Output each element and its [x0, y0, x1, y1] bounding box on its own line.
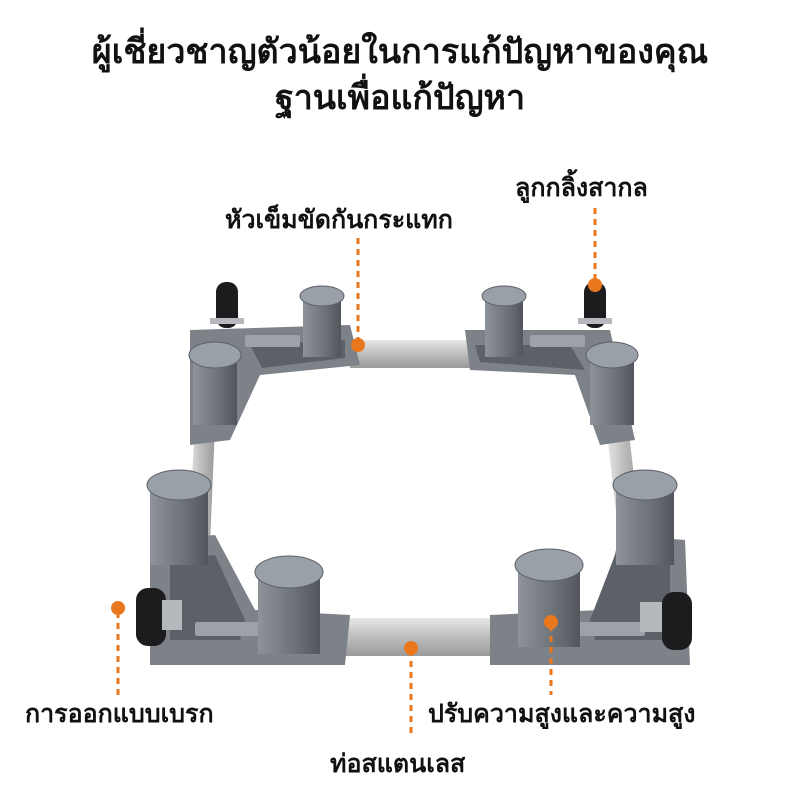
adjustable-foot-icon	[585, 341, 639, 425]
callout-stainless-tube: ท่อสแตนเลส	[330, 749, 466, 778]
headline-line-2: ฐานเพื่อแก้ปัญหา	[274, 78, 526, 118]
adjustable-foot-icon	[514, 548, 584, 647]
adjustable-foot-icon	[254, 555, 324, 654]
caster-wheel-icon	[136, 588, 182, 646]
tube-top	[350, 340, 475, 368]
adjustable-foot-icon	[299, 285, 345, 357]
callout-anti-shake-pin: หัวเข็มขัดกันกระแทก	[225, 205, 453, 234]
callout-height-adjust: ปรับความสูงและความสูง	[428, 699, 696, 728]
callout-leaders	[116, 208, 597, 738]
headline-line-1: ผู้เชี่ยวชาญตัวน้อยในการแก้ปัญหาของคุณ	[91, 32, 709, 72]
callout-dots	[111, 278, 602, 655]
adjustable-foot-icon	[146, 469, 212, 565]
callout-caster-wheel: ลูกกลิ้งสากล	[515, 173, 648, 202]
callout-brake-design: การออกแบบเบรก	[25, 699, 214, 728]
caster-wheel-icon	[210, 282, 244, 328]
adjustable-foot-icon	[612, 469, 678, 565]
adjustable-foot-icon	[188, 341, 242, 425]
caster-wheel-icon	[578, 282, 612, 328]
adjustable-foot-icon	[481, 285, 527, 357]
caster-wheel-icon	[640, 592, 692, 650]
